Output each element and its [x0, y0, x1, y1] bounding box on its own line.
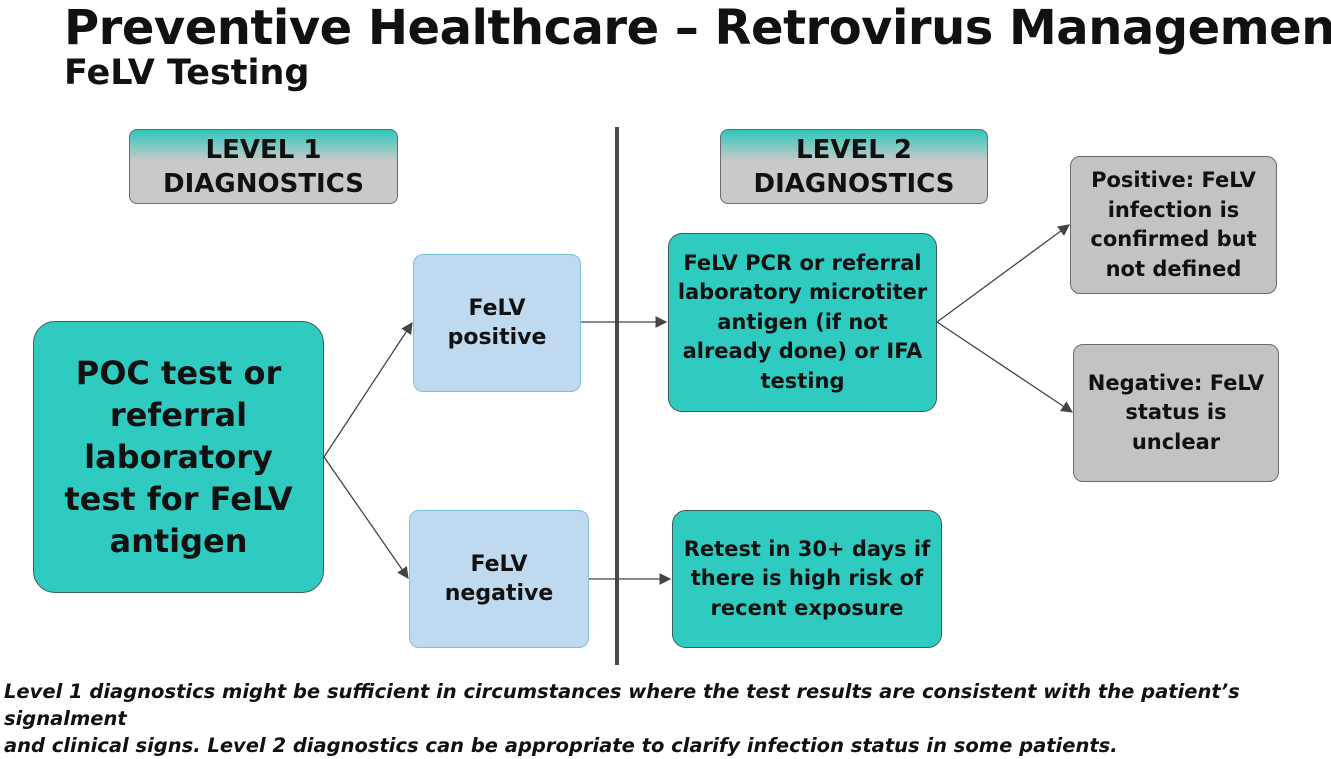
arrow-poc-to-positive: [323, 322, 413, 458]
arrow-pcr-to-negative-outcome: [936, 321, 1073, 413]
pcr-testing-node: FeLV PCR or referral laboratory microtit…: [668, 233, 937, 412]
level-2-header: LEVEL 2 DIAGNOSTICS: [720, 129, 988, 204]
poc-test-node: POC test or referral laboratory test for…: [33, 321, 324, 593]
level-divider: [615, 127, 619, 665]
positive-outcome-node: Positive: FeLV infection is confirmed bu…: [1070, 156, 1277, 294]
felv-negative-node: FeLV negative: [409, 510, 589, 648]
page-title: Preventive Healthcare – Retrovirus Manag…: [64, 0, 1331, 56]
footnote: Level 1 diagnostics might be sufficient …: [4, 680, 1240, 757]
retest-node: Retest in 30+ days if there is high risk…: [672, 510, 942, 648]
negative-outcome-node: Negative: FeLV status is unclear: [1073, 344, 1279, 482]
felv-positive-node: FeLV positive: [413, 254, 581, 392]
page-subtitle: FeLV Testing: [64, 53, 310, 93]
flow-arrows: [323, 224, 1073, 585]
arrow-poc-to-negative: [323, 456, 409, 579]
arrow-pcr-to-positive-outcome: [936, 224, 1070, 323]
level-1-header: LEVEL 1 DIAGNOSTICS: [129, 129, 398, 204]
